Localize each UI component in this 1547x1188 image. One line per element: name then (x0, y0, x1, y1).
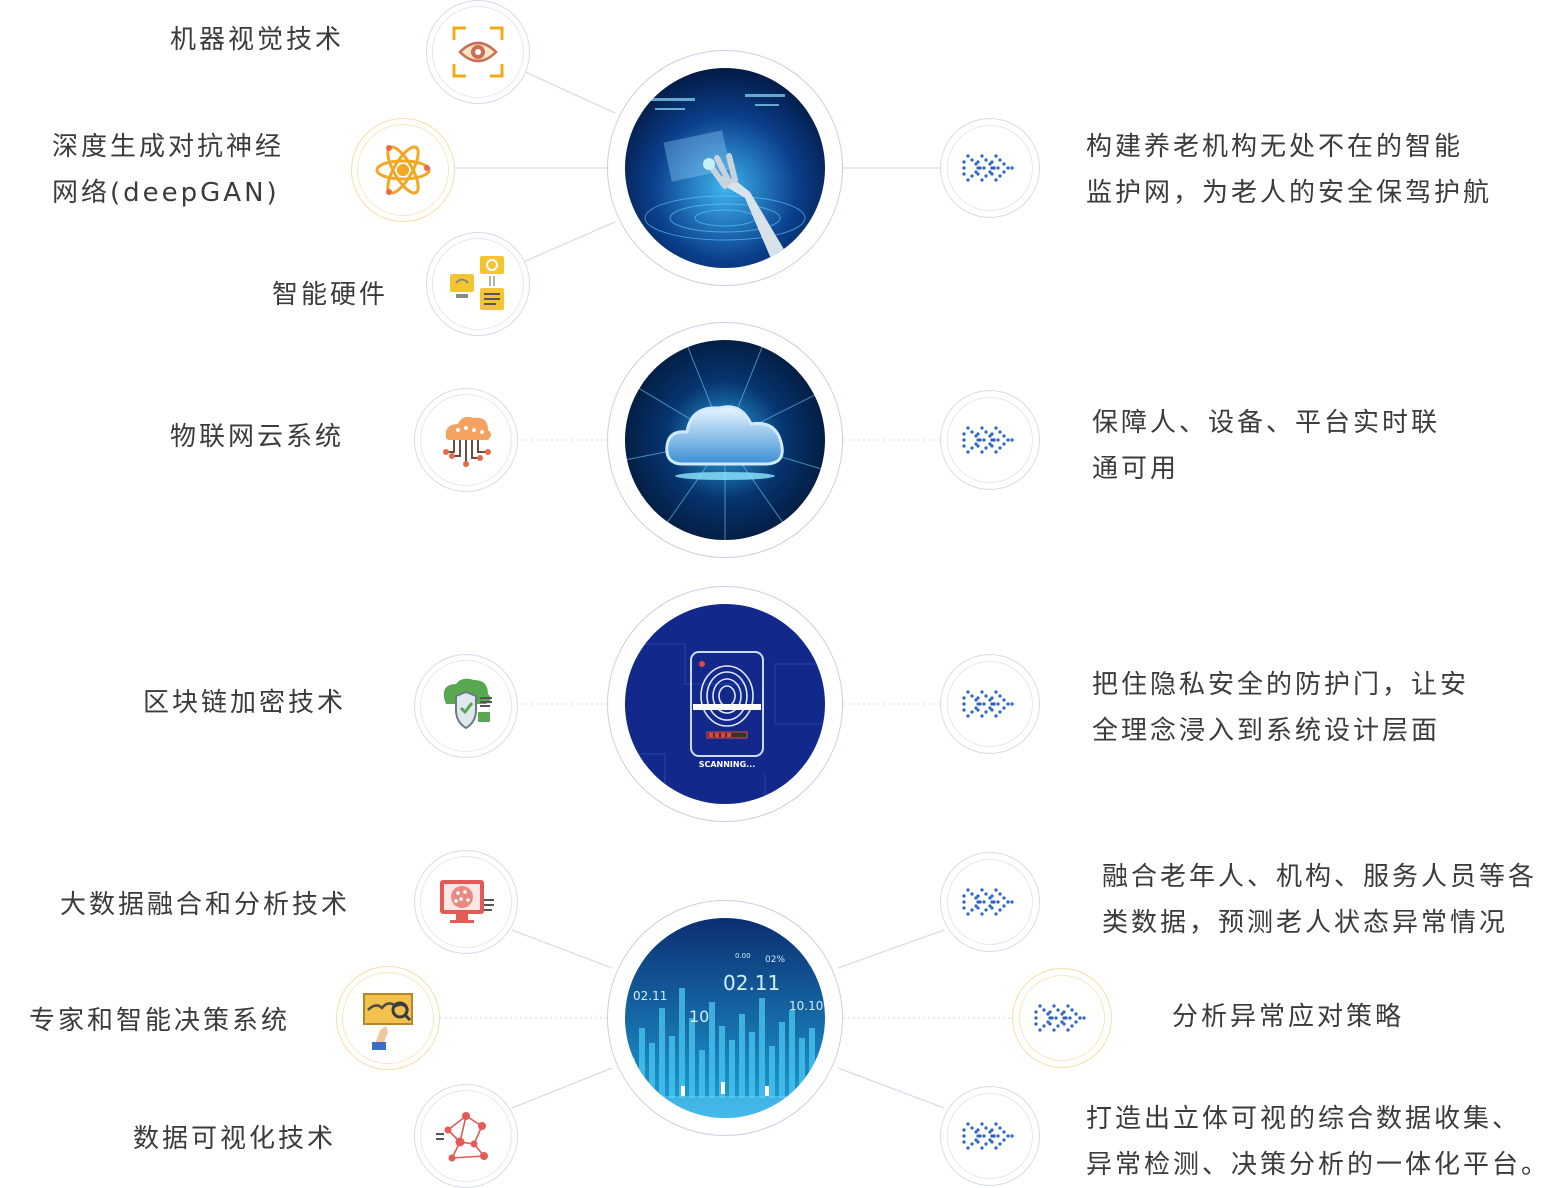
outcome-monitoring-network: 构建养老机构无处不在的智能 监护网，为老人的安全保驾护航 (1086, 124, 1492, 216)
hub-number-1: 02.11 (633, 989, 667, 1003)
hub-number-6: 02% (765, 955, 785, 965)
hub-number-5: 0.00 (735, 952, 751, 960)
outcome-line: 通可用 (1092, 454, 1180, 484)
outcome-line: 异常检测、决策分析的一体化平台。 (1086, 1150, 1547, 1180)
tech-label-deepgan: 深度生成对抗神经 网络(deepGAN) (52, 124, 284, 216)
tech-label-expert-system: 专家和智能决策系统 (28, 1006, 290, 1036)
fingerprint-hub: SCANNING... (607, 586, 843, 822)
outcome-line: 构建养老机构无处不在的智能 (1086, 132, 1464, 162)
eye-scan-icon (426, 0, 530, 104)
outcome-line: 监护网，为老人的安全保驾护航 (1086, 178, 1493, 208)
hardware-devices-icon (426, 232, 530, 336)
chevron-arrows-icon-6 (940, 1086, 1040, 1186)
tech-label-machine-vision: 机器视觉技术 (169, 25, 344, 55)
tech-label-data-visualization: 数据可视化技术 (132, 1124, 336, 1154)
outcome-integrated-platform: 打造出立体可视的综合数据收集、 异常检测、决策分析的一体化平台。 (1086, 1096, 1547, 1188)
hub-number-3: 10 (689, 1007, 709, 1026)
robot-hand-icon (625, 68, 825, 268)
outcome-data-fusion: 融合老年人、机构、服务人员等各 类数据，预测老人状态异常情况 (1102, 854, 1537, 946)
fingerprint-icon: SCANNING... (625, 604, 825, 804)
chevron-arrows-icon-3 (940, 654, 1040, 754)
tech-label-iot-cloud: 物联网云系统 (169, 422, 344, 452)
tech-label-deepgan-line1: 深度生成对抗神经 (52, 132, 285, 162)
outcome-realtime-connect: 保障人、设备、平台实时联 通可用 (1092, 400, 1440, 492)
outcome-line: 打造出立体可视的综合数据收集、 (1086, 1104, 1522, 1134)
atom-icon (351, 118, 455, 222)
data-city-hub: 02.11 02.11 10 10.10 0.00 02% (607, 900, 843, 1136)
tech-label-deepgan-line2: 网络(deepGAN) (52, 178, 280, 208)
outcome-line: 融合老年人、机构、服务人员等各 (1102, 862, 1538, 892)
outcome-privacy-security: 把住隐私安全的防护门，让安 全理念浸入到系统设计层面 (1092, 662, 1469, 754)
chevron-arrows-icon-5 (1012, 968, 1112, 1068)
chevron-arrows-icon-1 (940, 118, 1040, 218)
cloud-hub (607, 322, 843, 558)
hub-number-2: 02.11 (723, 971, 780, 995)
outcome-line: 把住隐私安全的防护门，让安 (1092, 670, 1470, 700)
network-graph-icon (414, 1084, 518, 1188)
chevron-arrows-icon-4 (940, 852, 1040, 952)
tech-label-big-data: 大数据融合和分析技术 (59, 890, 350, 920)
outcome-line: 全理念浸入到系统设计层面 (1092, 716, 1441, 746)
outcome-line: 类数据，预测老人状态异常情况 (1102, 908, 1509, 938)
outcome-line: 保障人、设备、平台实时联 (1092, 408, 1441, 438)
data-chart-icon: 02.11 02.11 10 10.10 0.00 02% (625, 918, 825, 1118)
tech-label-smart-hardware: 智能硬件 (271, 280, 388, 310)
shield-cloud-icon (414, 654, 518, 758)
chevron-arrows-icon-2 (940, 390, 1040, 490)
hub-number-4: 10.10 (789, 999, 823, 1013)
data-monitor-icon (414, 850, 518, 954)
outcome-line: 分析异常应对策略 (1172, 1002, 1405, 1032)
outcome-anomaly-strategy: 分析异常应对策略 (1172, 994, 1404, 1040)
presentation-board-icon (336, 966, 440, 1070)
cloud-icon (625, 340, 825, 540)
tech-label-blockchain: 区块链加密技术 (142, 688, 346, 718)
scanning-caption: SCANNING... (699, 760, 756, 769)
cloud-network-icon (414, 388, 518, 492)
robot-hand-hub (607, 50, 843, 286)
